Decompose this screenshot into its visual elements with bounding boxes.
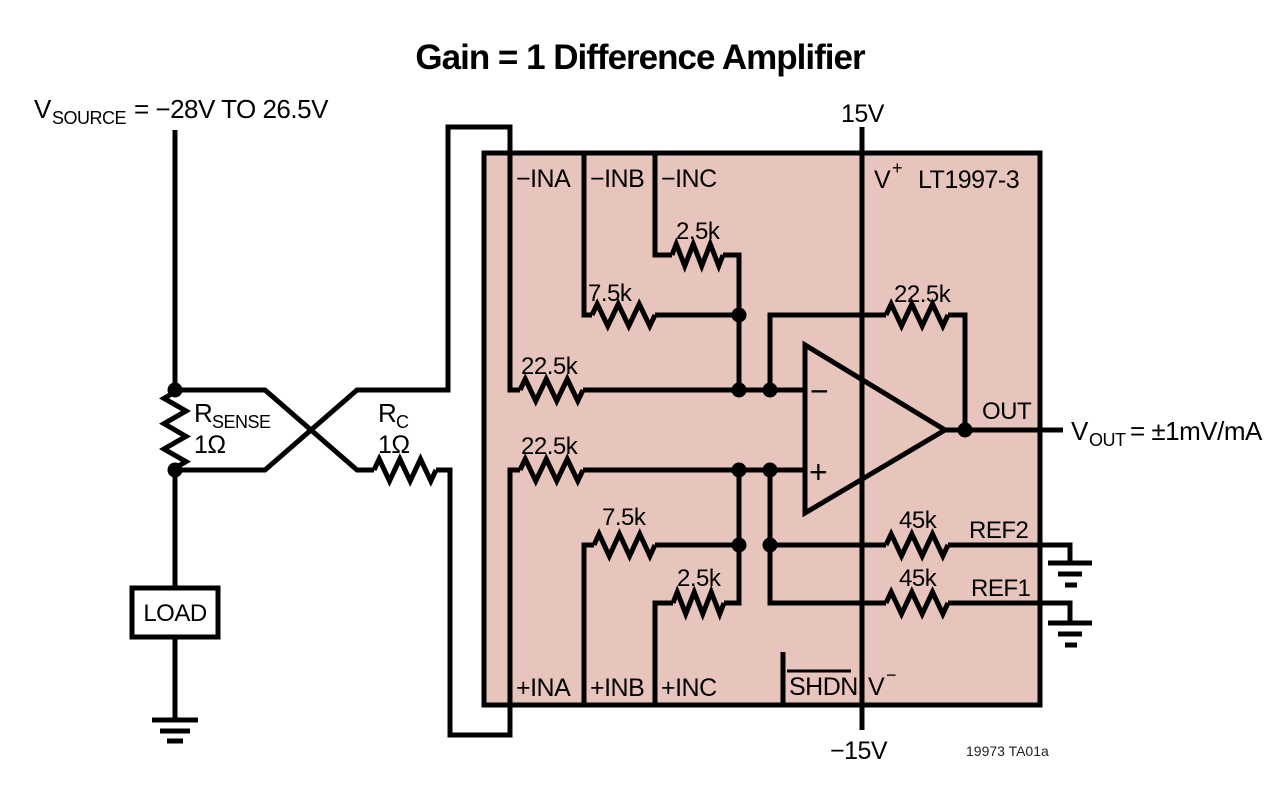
pin-label-vplus: V	[874, 166, 891, 194]
junction-dot	[957, 422, 973, 438]
figure-note: 19973 TA01a	[966, 743, 1049, 759]
wire-feedback-left	[767, 312, 886, 390]
ic-part-number: LT1997-3	[918, 166, 1019, 194]
wire-ref1-to-ground	[948, 600, 1073, 623]
resistor-45k-ref2	[883, 528, 951, 562]
pin-label-ninb: −INB	[590, 165, 644, 193]
resistor-2p5-bottom	[670, 585, 727, 621]
resistors	[158, 237, 951, 621]
resistor-7p5-bottom	[591, 528, 658, 562]
vout-equation: = ±1mV/mA	[1130, 416, 1263, 446]
junction-dot	[731, 307, 747, 323]
load-box	[129, 585, 221, 640]
value-2p5-top: 2.5k	[676, 218, 721, 245]
wire-2p5-top-drop	[723, 252, 742, 390]
value-45k-ref2: 45k	[899, 507, 938, 534]
rsense-subscript: SENSE	[212, 412, 271, 432]
pin-label-pinb: +INB	[590, 674, 644, 702]
pin-label-out: OUT	[982, 398, 1032, 425]
junction-dot	[167, 462, 183, 478]
resistor-2p5-top	[669, 237, 726, 273]
junction-dot	[731, 382, 747, 398]
opamp-minus-sign: −	[810, 373, 828, 409]
vout-symbol: V	[1071, 416, 1089, 446]
value-22p5-minus: 22.5k	[521, 353, 579, 380]
pin-label-ref1: REF1	[971, 575, 1031, 602]
pos-supply-label: 15V	[841, 100, 885, 128]
value-7p5-bottom: 7.5k	[602, 504, 647, 531]
wire-cross-bottom-to-nina	[175, 124, 520, 473]
wire-ref1-tap	[767, 470, 886, 606]
vsource-equation: = −28V TO 26.5V	[134, 94, 329, 124]
page-title: Gain = 1 Difference Amplifier	[415, 38, 866, 77]
pin-label-shdn: SHDN	[789, 673, 858, 701]
rc-symbol: R	[378, 398, 396, 428]
pin-label-vminus-sup: −	[886, 665, 896, 685]
junction-dot	[167, 382, 183, 398]
pin-label-ninc: −INC	[661, 165, 717, 193]
wire-pinb-pin	[581, 542, 594, 705]
resistor-45k-ref1	[883, 586, 951, 620]
opamp-triangle	[802, 340, 950, 518]
wire-ninc-pin	[652, 153, 672, 258]
pin-label-vplus-sup: +	[892, 158, 902, 178]
pin-label-pina: +INA	[516, 674, 571, 702]
rc-subscript: C	[396, 412, 409, 432]
rsense-value: 1Ω	[194, 431, 226, 459]
wire-ref2-to-ground	[948, 542, 1073, 563]
value-22p5-feedback: 22.5k	[894, 281, 952, 308]
value-7p5-top: 7.5k	[588, 280, 633, 307]
junction-dot	[731, 537, 747, 553]
resistor-22p5-minus	[517, 373, 586, 407]
rsense-symbol: R	[194, 398, 212, 428]
value-45k-ref1: 45k	[899, 565, 938, 592]
value-22p5-plus: 22.5k	[521, 433, 579, 460]
wire-feedback-right	[948, 312, 968, 430]
pin-label-vminus: V	[868, 673, 885, 701]
wire-2p5-bot-rise	[724, 470, 742, 606]
vsource-subscript: SOURCE	[52, 108, 127, 128]
rc-value: 1Ω	[378, 431, 410, 459]
wire-pinc-pin	[652, 600, 673, 705]
pin-label-nina: −INA	[516, 165, 571, 193]
junction-dot	[731, 462, 747, 478]
junction-dot	[762, 462, 778, 478]
wires	[152, 124, 1092, 744]
wire-ninb-pin	[581, 153, 592, 318]
vout-subscript: OUT	[1089, 430, 1126, 450]
resistor-22p5-plus	[517, 453, 586, 487]
value-2p5-bottom: 2.5k	[677, 565, 722, 592]
resistor-rsense	[158, 389, 192, 471]
neg-supply-label: −15V	[830, 737, 888, 765]
pin-label-ref2: REF2	[969, 517, 1029, 544]
junction-dot	[762, 537, 778, 553]
vsource-symbol: V	[34, 94, 52, 124]
opamp-plus-sign: +	[809, 454, 827, 490]
load-label: LOAD	[143, 600, 207, 627]
pin-label-pinc: +INC	[661, 674, 717, 702]
wire-rc-to-pina	[436, 467, 520, 738]
resistor-7p5-top	[589, 298, 658, 332]
resistor-22p5-feedback	[883, 298, 951, 332]
resistor-rc	[371, 453, 439, 487]
junction-dot	[762, 382, 778, 398]
junction-dots	[167, 307, 973, 553]
